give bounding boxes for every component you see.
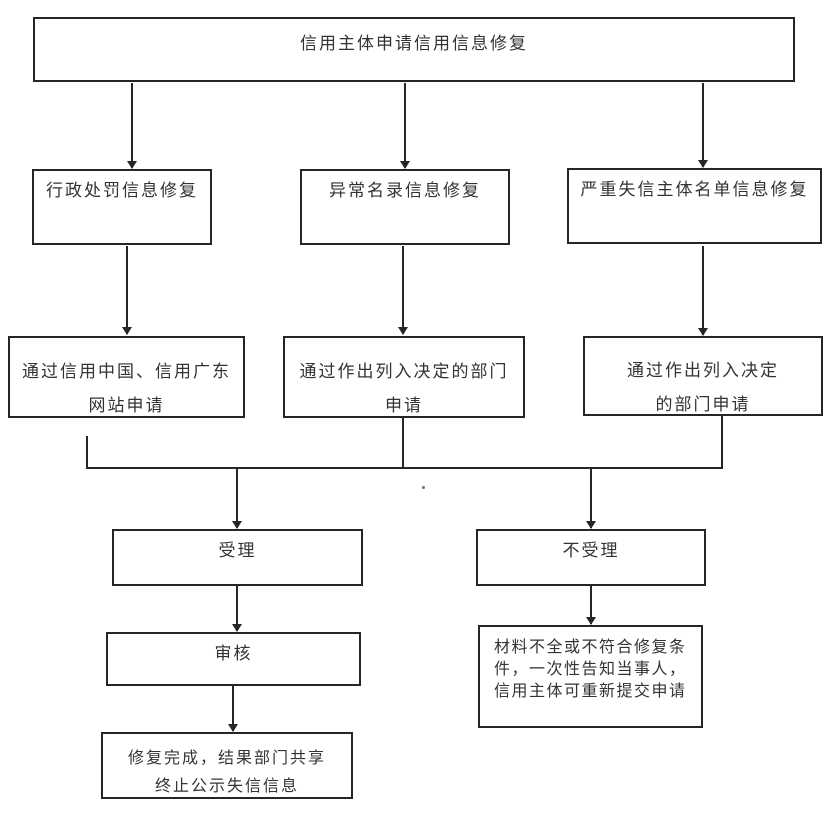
arrowhead-icon (232, 624, 242, 632)
node-review: 审核 (106, 632, 361, 686)
arrow-not-accept-to-note (586, 586, 596, 625)
line-merge-horizontal (86, 467, 723, 469)
node-apply-via-dept-2: 通过作出列入决定 的部门申请 (583, 336, 823, 416)
node-apply-via-dept: 通过作出列入决定的部门 申请 (283, 336, 525, 418)
node-not-accept-note-line3: 信用主体可重新提交申请 (494, 683, 687, 700)
arrowhead-icon (586, 617, 596, 625)
node-apply-credit-repair-label: 信用主体申请信用信息修复 (300, 34, 528, 53)
node-apply-via-dept-line1: 通过作出列入决定的部门 (299, 362, 509, 381)
node-admin-penalty-label: 行政处罚信息修复 (46, 181, 198, 200)
node-abnormal-directory: 异常名录信息修复 (300, 169, 510, 245)
arrow-serious-to-dept-2 (698, 246, 708, 336)
arrowhead-icon (122, 327, 132, 335)
node-apply-via-websites-line2: 网站申请 (88, 396, 165, 415)
line-websites-down (86, 436, 88, 468)
arrowhead-icon (232, 521, 242, 529)
node-not-accept-label: 不受理 (562, 541, 620, 560)
node-not-accept: 不受理 (476, 529, 706, 586)
node-accept: 受理 (112, 529, 363, 586)
arrow-accept-to-review (232, 586, 242, 632)
node-apply-via-dept-2-line1: 通过作出列入决定 (627, 361, 779, 380)
arrow-admin-penalty-to-websites (122, 246, 132, 335)
arrowhead-icon (127, 161, 137, 169)
arrowhead-icon (398, 327, 408, 335)
arrow-apply-to-serious-dishonest (698, 83, 708, 168)
node-complete: 修复完成，结果部门共享 终止公示失信信息 (101, 732, 353, 799)
node-apply-via-websites: 通过信用中国、信用广东 网站申请 (8, 336, 245, 418)
arrowhead-icon (698, 160, 708, 168)
arrowhead-icon (400, 161, 410, 169)
node-abnormal-directory-label: 异常名录信息修复 (329, 181, 481, 200)
arrow-merge-to-not-accept (586, 469, 596, 529)
scan-speck-artifact (422, 486, 425, 489)
node-serious-dishonest-list-label: 严重失信主体名单信息修复 (580, 180, 809, 199)
arrowhead-icon (228, 724, 238, 732)
node-review-label: 审核 (214, 644, 253, 663)
line-dept-down (402, 418, 404, 468)
node-not-accept-note: 材料不全或不符合修复条 件，一次性告知当事人， 信用主体可重新提交申请 (478, 625, 703, 728)
arrow-abnormal-to-dept (398, 246, 408, 335)
arrow-merge-to-accept (232, 469, 242, 529)
arrow-apply-to-admin-penalty (127, 83, 137, 169)
node-not-accept-note-line2: 件，一次性告知当事人， (494, 661, 687, 678)
node-serious-dishonest-list: 严重失信主体名单信息修复 (567, 168, 822, 244)
node-accept-label: 受理 (218, 541, 257, 560)
node-apply-credit-repair: 信用主体申请信用信息修复 (33, 17, 795, 82)
node-apply-via-dept-line2: 申请 (385, 396, 423, 415)
node-apply-via-dept-2-line2: 的部门申请 (655, 395, 751, 414)
arrowhead-icon (586, 521, 596, 529)
node-apply-via-websites-line1: 通过信用中国、信用广东 (22, 362, 231, 381)
node-complete-line2: 终止公示失信信息 (154, 778, 299, 795)
arrowhead-icon (698, 328, 708, 336)
node-not-accept-note-line1: 材料不全或不符合修复条 (494, 639, 687, 656)
line-dept-2-down (721, 416, 723, 468)
arrow-review-to-complete (228, 686, 238, 732)
arrow-apply-to-abnormal-directory (400, 83, 410, 169)
node-complete-line1: 修复完成，结果部门共享 (127, 750, 326, 767)
node-admin-penalty: 行政处罚信息修复 (32, 169, 212, 245)
